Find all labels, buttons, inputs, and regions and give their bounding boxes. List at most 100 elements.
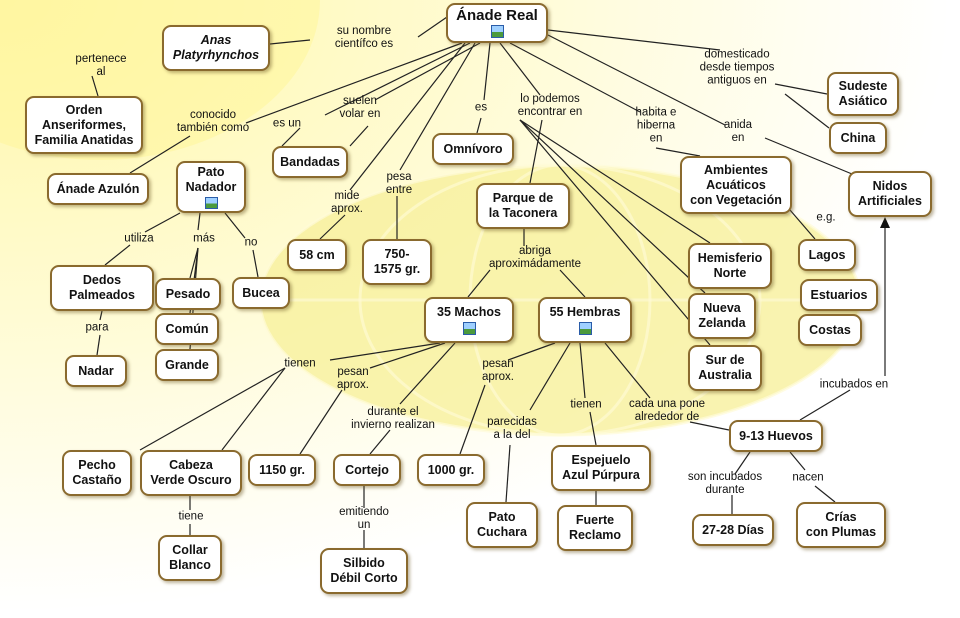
- connector-line: [529, 119, 543, 184]
- node-pato-nadador[interactable]: Pato Nadador: [176, 161, 246, 213]
- connector-line: [374, 42, 481, 101]
- node-750-1575gr[interactable]: 750- 1575 gr.: [362, 239, 432, 285]
- node-espejuelo-azul[interactable]: Espejuelo Azul Púrpura: [551, 445, 651, 491]
- image-icon[interactable]: [578, 322, 592, 335]
- node-fuerte-reclamo[interactable]: Fuerte Reclamo: [557, 505, 633, 551]
- connector-line: [459, 384, 486, 455]
- node-estuarios[interactable]: Estuarios: [800, 279, 878, 311]
- node-anas-platyrhynchos[interactable]: Anas Platyrhynchos: [162, 25, 270, 71]
- node-anade-real[interactable]: Ánade Real: [446, 3, 548, 43]
- node-pesado[interactable]: Pesado: [155, 278, 221, 310]
- connector-line: [519, 119, 711, 244]
- node-lagos[interactable]: Lagos: [798, 239, 856, 271]
- node-pato-cuchara[interactable]: Pato Cuchara: [466, 502, 538, 548]
- connector-line: [589, 411, 597, 446]
- connector-line: [689, 421, 730, 431]
- connector-line: [252, 249, 259, 278]
- image-icon[interactable]: [490, 25, 504, 38]
- node-anade-azulon[interactable]: Ánade Azulón: [47, 173, 149, 205]
- connector-line: [197, 212, 201, 231]
- link-label: pesan aprox.: [337, 366, 369, 391]
- node-china[interactable]: China: [829, 122, 887, 154]
- node-nidos-artificiales[interactable]: Nidos Artificiales: [848, 171, 932, 217]
- connector-line: [814, 485, 836, 503]
- node-pecho-castano[interactable]: Pecho Castaño: [62, 450, 132, 496]
- connector-line: [774, 83, 828, 95]
- connector-line: [281, 127, 301, 147]
- connector-line: [417, 16, 448, 38]
- node-crias-plumas[interactable]: Crías con Plumas: [796, 502, 886, 548]
- connector-line: [129, 135, 191, 174]
- node-35-machos[interactable]: 35 Machos: [424, 297, 514, 343]
- node-nadar[interactable]: Nadar: [65, 355, 127, 387]
- node-comun[interactable]: Común: [155, 313, 219, 345]
- link-label: e.g.: [816, 211, 836, 224]
- link-label: más: [193, 232, 215, 245]
- connector-line: [399, 42, 476, 171]
- node-nueva-zelanda[interactable]: Nueva Zelanda: [688, 293, 756, 339]
- link-label: habita e hiberna en: [635, 106, 677, 145]
- link-label: mide aprox.: [331, 190, 363, 215]
- connector-line: [547, 34, 726, 126]
- node-hemisferio-norte[interactable]: Hemisferio Norte: [688, 243, 772, 289]
- node-silbido-debil[interactable]: Silbido Débil Corto: [320, 548, 408, 594]
- node-bandadas[interactable]: Bandadas: [272, 146, 348, 178]
- connector-line: [507, 342, 556, 361]
- connector-line: [734, 451, 751, 475]
- node-dedos-palmeados[interactable]: Dedos Palmeados: [50, 265, 154, 311]
- node-cortejo[interactable]: Cortejo: [333, 454, 401, 486]
- link-label: utiliza: [124, 232, 154, 245]
- connector-line: [505, 444, 511, 503]
- connector-line: [789, 209, 816, 240]
- link-label: anida en: [723, 119, 753, 144]
- link-label: incubados en: [819, 378, 889, 391]
- connector-line: [764, 137, 853, 175]
- node-58cm[interactable]: 58 cm: [287, 239, 347, 271]
- connector-line: [349, 42, 466, 191]
- node-1150gr[interactable]: 1150 gr.: [248, 454, 316, 486]
- connector-line: [547, 29, 721, 51]
- node-orden[interactable]: Orden Anseriformes, Familia Anatidas: [25, 96, 143, 154]
- node-omnivoro[interactable]: Omnívoro: [432, 133, 514, 165]
- connector-line: [224, 212, 246, 239]
- connector-line: [96, 334, 101, 356]
- link-label: suelen volar en: [339, 95, 381, 120]
- connector-line: [269, 39, 311, 45]
- node-sur-australia[interactable]: Sur de Australia: [688, 345, 762, 391]
- connector-line: [245, 42, 463, 124]
- node-parque-taconera[interactable]: Parque de la Taconera: [476, 183, 570, 229]
- connector-line: [476, 117, 482, 134]
- node-collar-blanco[interactable]: Collar Blanco: [158, 535, 222, 581]
- link-label: parecidas a la del: [487, 416, 537, 441]
- link-label: abriga aproximádamente: [488, 245, 582, 270]
- node-cabeza-verde[interactable]: Cabeza Verde Oscuro: [140, 450, 242, 496]
- connector-line: [221, 367, 286, 451]
- connector-line: [139, 367, 286, 451]
- connector-line: [144, 212, 181, 233]
- connector-line: [559, 269, 586, 298]
- link-label: es un: [272, 117, 302, 130]
- connector-line: [369, 342, 446, 369]
- node-costas[interactable]: Costas: [798, 314, 862, 346]
- link-label: tiene: [178, 510, 204, 523]
- connector-line: [349, 125, 369, 147]
- link-label: durante el invierno realizan: [351, 406, 435, 431]
- node-ambientes-acuaticos[interactable]: Ambientes Acuáticos con Vegetación: [680, 156, 792, 214]
- connector-line: [467, 269, 491, 298]
- connector-line: [91, 75, 99, 97]
- link-label: pertenece al: [75, 53, 127, 78]
- link-label: su nombre científco es: [334, 25, 394, 50]
- node-9-13-huevos[interactable]: 9-13 Huevos: [729, 420, 823, 452]
- node-sudeste-asiatico[interactable]: Sudeste Asiático: [827, 72, 899, 116]
- node-1000gr[interactable]: 1000 gr.: [417, 454, 485, 486]
- node-55-hembras[interactable]: 55 Hembras: [538, 297, 632, 343]
- node-bucea[interactable]: Bucea: [232, 277, 290, 309]
- image-icon[interactable]: [462, 322, 476, 335]
- connector-line: [104, 244, 131, 266]
- link-label: cada una pone alrededor de: [628, 398, 706, 423]
- node-grande[interactable]: Grande: [155, 349, 219, 381]
- connector-line: [319, 214, 346, 240]
- node-27-28-dias[interactable]: 27-28 Días: [692, 514, 774, 546]
- image-icon[interactable]: [204, 197, 218, 209]
- connector-line: [799, 389, 851, 421]
